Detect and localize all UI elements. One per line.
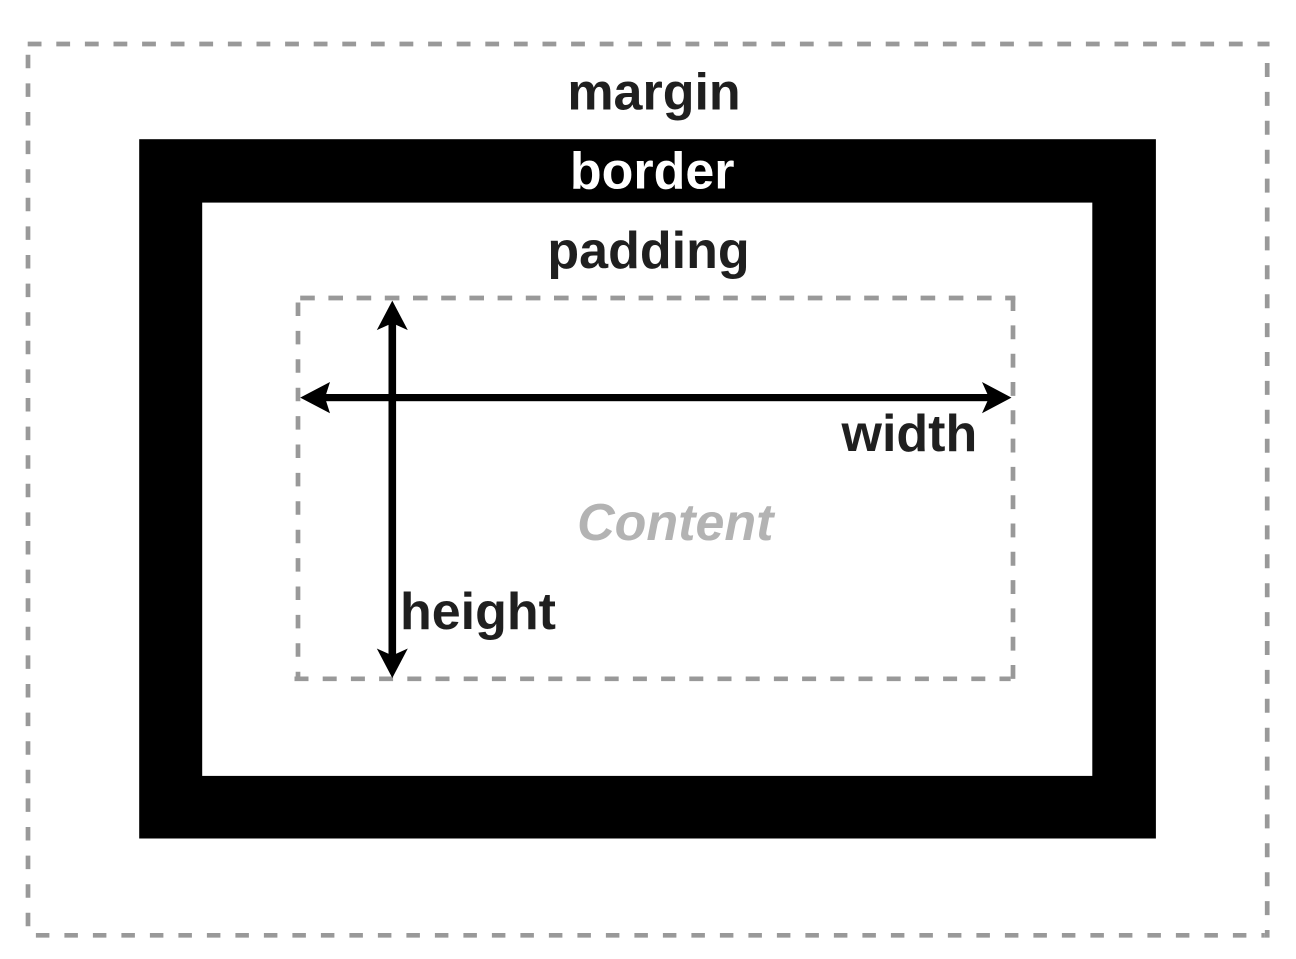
svg-text:padding: padding [547, 222, 749, 280]
svg-text:Content: Content [577, 494, 776, 552]
svg-text:border: border [570, 142, 735, 200]
svg-text:width: width [841, 405, 978, 463]
svg-text:margin: margin [567, 64, 740, 122]
svg-text:height: height [400, 583, 556, 641]
